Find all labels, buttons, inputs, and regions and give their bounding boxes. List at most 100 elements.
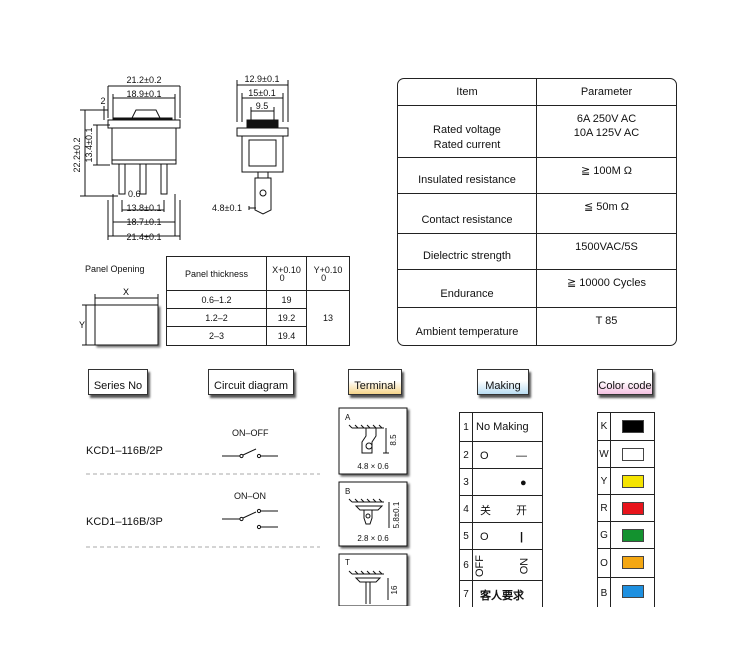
color-letter: Y bbox=[598, 468, 611, 495]
color-swatch bbox=[622, 420, 644, 433]
making-num: 1 bbox=[460, 413, 473, 441]
color-row: W bbox=[598, 440, 654, 468]
dim-flange-width: 21.4±0.1 bbox=[127, 232, 162, 242]
spec-param: 6A 250V AC 10A 125V AC bbox=[536, 106, 676, 158]
panel-opening-title: Panel Opening bbox=[85, 264, 145, 274]
color-row: G bbox=[598, 521, 654, 549]
panel-y-label: Y bbox=[79, 320, 85, 330]
spec-item: Contact resistance bbox=[421, 214, 513, 226]
dim-two: 2 bbox=[100, 96, 105, 106]
making-b: ● bbox=[520, 476, 527, 489]
header-circuit-diagram: Circuit diagram bbox=[208, 369, 294, 395]
color-letter: O bbox=[598, 549, 611, 578]
ptab-y: 13 bbox=[322, 313, 333, 323]
panel-x-label: X bbox=[123, 287, 129, 297]
spec-item: Insulated resistance bbox=[418, 174, 516, 186]
spec-item: Dielectric strength bbox=[422, 250, 512, 262]
making-b: — bbox=[516, 449, 527, 462]
dim-body-height: 13.4±0.1 bbox=[84, 128, 94, 163]
dim-top-width: 21.2±0.2 bbox=[127, 75, 162, 85]
color-row: Y bbox=[598, 467, 654, 495]
making-row: 7 客人要求 bbox=[460, 580, 542, 607]
circuit-label-on-off: ON–OFF bbox=[232, 428, 269, 438]
spec-item: Endurance bbox=[440, 288, 494, 300]
ptab-thickness: 0.6–1.2 bbox=[167, 291, 267, 309]
making-b: | bbox=[520, 530, 524, 543]
making-b: ON bbox=[518, 557, 530, 574]
spec-row: Endurance ≧ 10000 Cycles bbox=[398, 269, 676, 308]
header-series-no: Series No bbox=[88, 369, 148, 395]
ptab-head-thickness: Panel thickness bbox=[167, 257, 267, 291]
making-a: OFF bbox=[474, 554, 486, 577]
making-table: 1 No Making 2 O — 3 ● 4 关 开 5 O | 6 OFF … bbox=[459, 412, 543, 607]
making-num: 5 bbox=[460, 523, 473, 550]
making-b: 开 bbox=[516, 504, 527, 517]
ptab-x: 19 bbox=[267, 291, 307, 309]
spec-head-param: Parameter bbox=[536, 79, 676, 105]
row-dividers bbox=[86, 473, 320, 548]
panel-thickness-table: Panel thickness X+0.10 0 Y+0.10 0 0.6–1.… bbox=[166, 256, 350, 346]
color-row: K bbox=[598, 413, 654, 440]
spec-item: Ambient temperature bbox=[415, 326, 519, 338]
dim-side-rocker: 9.5 bbox=[256, 101, 269, 111]
spec-row: Dielectric strength 1500VAC/5S bbox=[398, 233, 676, 270]
series-name-2p: KCD1–116B/2P bbox=[86, 445, 163, 457]
front-view-drawing: 21.2±0.2 18.9±0.1 2 22.2±0.2 13.4±0.1 0.… bbox=[72, 75, 181, 242]
color-swatch bbox=[622, 502, 644, 515]
terminal-size: 2.8 × 0.6 bbox=[357, 534, 389, 543]
spec-header: Item Parameter bbox=[398, 79, 676, 105]
making-a: 客人要求 bbox=[480, 589, 524, 602]
spec-row: Contact resistance ≦ 50m Ω bbox=[398, 193, 676, 234]
making-a: No Making bbox=[476, 421, 529, 433]
making-row: 2 O — bbox=[460, 441, 542, 469]
circuit-label-on-on: ON–ON bbox=[234, 491, 267, 501]
ptab-head-x: X+0.10 0 bbox=[267, 257, 307, 291]
terminal-dim: 16 bbox=[390, 585, 399, 594]
spec-table: Item Parameter Rated voltage Rated curre… bbox=[397, 78, 677, 346]
making-a: O bbox=[480, 449, 489, 462]
color-swatch bbox=[622, 448, 644, 461]
spec-param: ≧ 10000 Cycles bbox=[536, 270, 676, 308]
ptab-x: 19.2 bbox=[267, 309, 307, 327]
making-num: 6 bbox=[460, 550, 473, 581]
making-num: 4 bbox=[460, 496, 473, 523]
color-swatch bbox=[622, 585, 644, 598]
spec-head-item: Item bbox=[456, 85, 478, 98]
dim-total-height: 22.2±0.2 bbox=[72, 138, 82, 173]
making-row: 4 关 开 bbox=[460, 495, 542, 523]
color-row: B bbox=[598, 577, 654, 607]
dim-top-inner-width: 18.9±0.1 bbox=[127, 89, 162, 99]
circuit-diagrams bbox=[200, 448, 320, 548]
making-a: 关 bbox=[480, 504, 491, 517]
dim-side-width: 12.9±0.1 bbox=[245, 74, 280, 84]
color-letter: G bbox=[598, 522, 611, 549]
panel-opening-drawing: X Y bbox=[79, 287, 159, 346]
spec-param: T 85 bbox=[536, 308, 676, 345]
making-a: O bbox=[480, 530, 489, 543]
color-letter: B bbox=[598, 578, 611, 607]
making-row: 6 OFF ON bbox=[460, 549, 542, 581]
color-row: R bbox=[598, 494, 654, 522]
making-num: 3 bbox=[460, 469, 473, 496]
header-color-code: Color code bbox=[597, 369, 653, 395]
dim-side-inner: 15±0.1 bbox=[248, 88, 275, 98]
spec-row: Insulated resistance ≧ 100M Ω bbox=[398, 157, 676, 194]
ptab-head-y: Y+0.10 0 bbox=[307, 257, 349, 291]
spec-row: Ambient temperature T 85 bbox=[398, 307, 676, 345]
terminal-size: 4.8 × 0.6 bbox=[357, 462, 389, 471]
color-letter: W bbox=[598, 441, 611, 468]
color-swatch bbox=[622, 556, 644, 569]
terminal-dim: 5.8±0.1 bbox=[392, 501, 401, 528]
making-num: 2 bbox=[460, 442, 473, 469]
dim-pin-thickness: 0.6 bbox=[128, 189, 141, 199]
side-view-drawing: 12.9±0.1 15±0.1 9.5 4.8±0.1 bbox=[212, 74, 289, 215]
spec-item: Rated voltage Rated current bbox=[433, 124, 501, 151]
dim-pin-span: 13.8±0.1 bbox=[127, 203, 162, 213]
color-letter: R bbox=[598, 495, 611, 522]
spec-param: ≧ 100M Ω bbox=[536, 158, 676, 194]
color-letter: K bbox=[598, 413, 611, 440]
color-swatch bbox=[622, 475, 644, 488]
making-row: 5 O | bbox=[460, 522, 542, 550]
spec-param: 1500VAC/5S bbox=[536, 234, 676, 270]
color-row: O bbox=[598, 548, 654, 578]
